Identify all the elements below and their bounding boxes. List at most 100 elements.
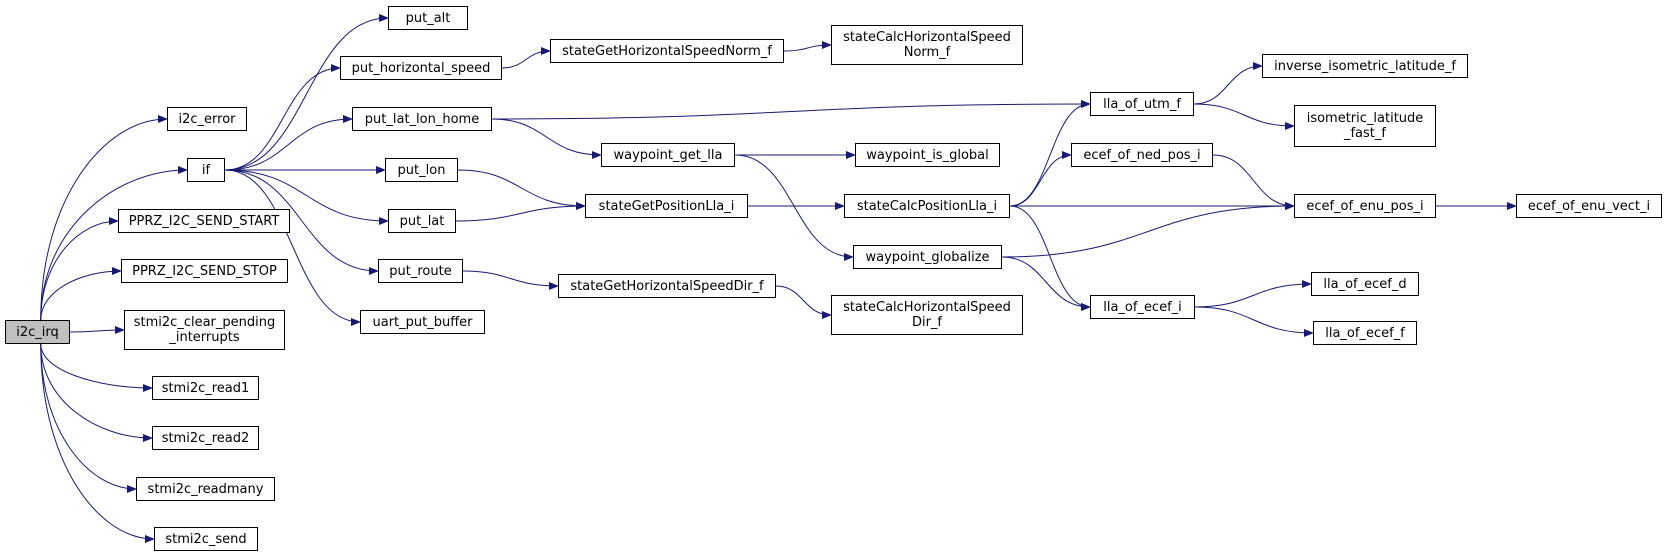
node-stmi2c_send[interactable]: stmi2c_send <box>154 527 258 551</box>
node-put_lat[interactable]: put_lat <box>388 209 456 233</box>
node-put_alt[interactable]: put_alt <box>388 6 468 30</box>
edge-stateCalcPositionLla_i-to-lla_of_utm_f <box>1009 100 1091 207</box>
node-label: lla_of_ecef_f <box>1325 325 1405 341</box>
edge-if-to-put_lat_lon_home <box>224 115 353 171</box>
node-label: stmi2c_readmany <box>147 481 264 497</box>
node-inverse_isometric_latitude_f[interactable]: inverse_isometric_latitude_f <box>1262 54 1468 78</box>
edge-i2c_irq-to-stmi2c_read1 <box>40 343 153 392</box>
node-label: inverse_isometric_latitude_f <box>1274 58 1456 74</box>
node-label: ecef_of_enu_pos_i <box>1306 198 1424 214</box>
node-isometric_latitude_fast_f[interactable]: isometric_latitude _fast_f <box>1294 105 1436 147</box>
node-PPRZ_I2C_SEND_STOP[interactable]: PPRZ_I2C_SEND_STOP <box>121 259 288 283</box>
edge-lla_of_ecef_i-to-lla_of_ecef_d <box>1194 280 1312 308</box>
node-ecef_of_ned_pos_i[interactable]: ecef_of_ned_pos_i <box>1071 143 1213 167</box>
node-waypoint_globalize[interactable]: waypoint_globalize <box>853 245 1002 269</box>
edge-put_lon-to-stateGetPositionLla_i <box>457 169 586 210</box>
edge-i2c_irq-to-if <box>40 166 188 321</box>
node-label: stateGetPositionLla_i <box>598 198 735 214</box>
node-stmi2c_read2[interactable]: stmi2c_read2 <box>152 426 259 450</box>
node-put_route[interactable]: put_route <box>378 259 463 283</box>
node-label: uart_put_buffer <box>372 314 473 330</box>
node-stateCalcHorizontalSpeedNorm_f[interactable]: stateCalcHorizontalSpeed Norm_f <box>831 25 1023 65</box>
node-PPRZ_I2C_SEND_START[interactable]: PPRZ_I2C_SEND_START <box>118 209 290 233</box>
edge-i2c_irq-to-stmi2c_readmany <box>40 343 137 493</box>
node-ecef_of_enu_pos_i[interactable]: ecef_of_enu_pos_i <box>1294 194 1436 218</box>
node-label: put_lat_lon_home <box>364 111 480 127</box>
node-label: PPRZ_I2C_SEND_START <box>128 213 280 229</box>
edge-i2c_irq-to-PPRZ_I2C_SEND_START <box>40 217 119 321</box>
edge-stateGetHorizontalSpeedNorm_f-to-stateCalcHorizontalSpeedNorm_f <box>783 41 832 52</box>
node-if[interactable]: if <box>187 158 225 182</box>
node-label: stateGetHorizontalSpeedDir_f <box>570 278 764 294</box>
node-label: i2c_error <box>178 111 236 127</box>
node-label: stmi2c_clear_pending _interrupts <box>133 315 276 345</box>
node-stateCalcPositionLla_i[interactable]: stateCalcPositionLla_i <box>844 194 1010 218</box>
node-label: stateCalcHorizontalSpeed Dir_f <box>843 300 1011 330</box>
node-label: stateCalcHorizontalSpeed Norm_f <box>843 30 1011 60</box>
node-label: if <box>201 162 211 178</box>
node-put_lat_lon_home[interactable]: put_lat_lon_home <box>352 107 492 131</box>
edge-put_lat_lon_home-to-waypoint_get_lla <box>491 118 602 159</box>
node-i2c_irq[interactable]: i2c_irq <box>5 320 70 344</box>
edge-waypoint_globalize-to-ecef_of_enu_pos_i <box>1001 202 1295 258</box>
node-i2c_error[interactable]: i2c_error <box>167 107 247 131</box>
node-stmi2c_clear_pending_interrupts[interactable]: stmi2c_clear_pending _interrupts <box>124 310 285 350</box>
node-label: waypoint_get_lla <box>613 147 723 163</box>
node-waypoint_get_lla[interactable]: waypoint_get_lla <box>601 143 735 167</box>
edge-stateCalcPositionLla_i-to-lla_of_ecef_i <box>1009 205 1091 311</box>
node-label: put_lat <box>399 213 445 229</box>
node-label: stmi2c_send <box>165 531 247 547</box>
node-stmi2c_read1[interactable]: stmi2c_read1 <box>152 376 259 400</box>
node-put_lon[interactable]: put_lon <box>385 158 458 182</box>
node-lla_of_ecef_f[interactable]: lla_of_ecef_f <box>1313 321 1417 345</box>
edge-put_lat_lon_home-to-lla_of_utm_f <box>491 100 1091 120</box>
edge-stateGetHorizontalSpeedDir_f-to-stateCalcHorizontalSpeedDir_f <box>775 285 832 319</box>
edge-lla_of_utm_f-to-isometric_latitude_fast_f <box>1193 103 1295 130</box>
edge-put_lat-to-stateGetPositionLla_i <box>455 202 586 222</box>
node-stateCalcHorizontalSpeedDir_f[interactable]: stateCalcHorizontalSpeed Dir_f <box>831 295 1023 335</box>
edge-put_horizontal_speed-to-stateGetHorizontalSpeedNorm_f <box>501 47 551 69</box>
node-label: put_route <box>389 263 452 279</box>
edge-ecef_of_ned_pos_i-to-ecef_of_enu_pos_i <box>1212 154 1295 210</box>
node-lla_of_utm_f[interactable]: lla_of_utm_f <box>1090 92 1194 116</box>
node-waypoint_is_global[interactable]: waypoint_is_global <box>855 143 1000 167</box>
node-label: stmi2c_read2 <box>161 430 250 446</box>
node-ecef_of_enu_vect_i[interactable]: ecef_of_enu_vect_i <box>1516 194 1662 218</box>
node-uart_put_buffer[interactable]: uart_put_buffer <box>360 310 485 334</box>
node-label: stmi2c_read1 <box>161 380 250 396</box>
edge-i2c_irq-to-stmi2c_read2 <box>40 343 153 442</box>
node-label: waypoint_globalize <box>865 249 990 265</box>
node-stmi2c_readmany[interactable]: stmi2c_readmany <box>136 477 275 501</box>
node-label: stateGetHorizontalSpeedNorm_f <box>562 43 772 59</box>
node-label: put_lon <box>397 162 446 178</box>
edge-if-to-uart_put_buffer <box>224 169 361 326</box>
node-label: ecef_of_ned_pos_i <box>1083 147 1201 163</box>
node-stateGetHorizontalSpeedNorm_f[interactable]: stateGetHorizontalSpeedNorm_f <box>550 39 784 63</box>
edge-put_route-to-stateGetHorizontalSpeedDir_f <box>462 270 559 290</box>
edge-i2c_irq-to-PPRZ_I2C_SEND_STOP <box>40 267 122 321</box>
node-label: stateCalcPositionLla_i <box>856 198 998 214</box>
node-label: isometric_latitude _fast_f <box>1306 111 1424 141</box>
node-stateGetHorizontalSpeedDir_f[interactable]: stateGetHorizontalSpeedDir_f <box>558 274 776 298</box>
node-lla_of_ecef_d[interactable]: lla_of_ecef_d <box>1311 272 1419 296</box>
edge-i2c_irq-to-stmi2c_send <box>40 343 155 543</box>
edge-if-to-put_alt <box>224 14 389 171</box>
node-label: put_horizontal_speed <box>351 60 491 76</box>
node-lla_of_ecef_i[interactable]: lla_of_ecef_i <box>1090 295 1195 319</box>
node-put_horizontal_speed[interactable]: put_horizontal_speed <box>340 56 502 80</box>
edge-lla_of_ecef_i-to-lla_of_ecef_f <box>1194 306 1314 337</box>
edge-i2c_irq-to-stmi2c_clear_pending_interrupts <box>69 326 125 335</box>
edge-stateCalcPositionLla_i-to-ecef_of_ned_pos_i <box>1009 151 1072 207</box>
node-stateGetPositionLla_i[interactable]: stateGetPositionLla_i <box>585 194 748 218</box>
node-label: ecef_of_enu_vect_i <box>1527 198 1651 214</box>
node-label: PPRZ_I2C_SEND_STOP <box>132 263 277 279</box>
edge-if-to-put_lat <box>224 169 389 225</box>
node-label: lla_of_utm_f <box>1103 96 1181 112</box>
edge-i2c_irq-to-i2c_error <box>40 115 168 321</box>
edge-if-to-put_route <box>224 169 379 275</box>
edge-layer <box>40 14 1517 543</box>
node-label: waypoint_is_global <box>866 147 989 163</box>
edge-lla_of_utm_f-to-inverse_isometric_latitude_f <box>1193 62 1263 105</box>
node-label: lla_of_ecef_i <box>1103 299 1182 315</box>
